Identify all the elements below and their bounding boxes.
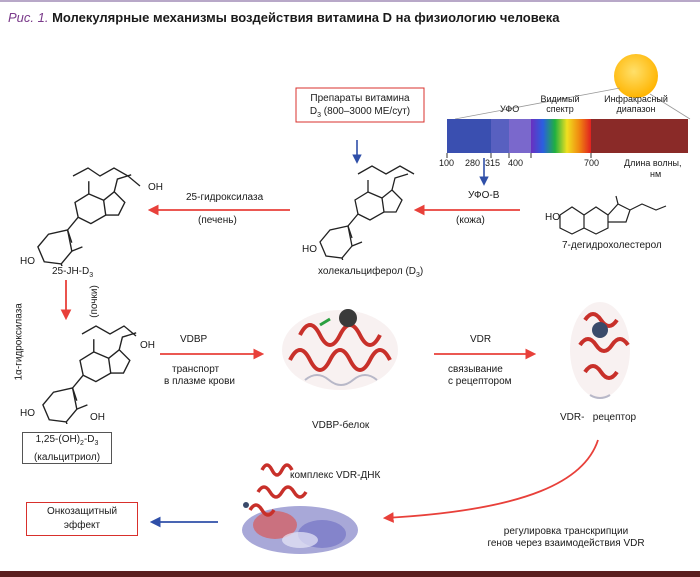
regulation-line2: генов через взаимодействия VDR (487, 538, 645, 549)
sidechain-25oh (72, 167, 141, 187)
ho-calcitriol: HO (20, 408, 35, 419)
calcitriol-sub1: 2 (80, 440, 84, 447)
tick-700: 700 (584, 158, 600, 168)
calcitriol-name: (кальцитриол) (33, 452, 101, 463)
oh-calcitriol-2: OH (90, 412, 105, 423)
molecule-cholecalciferol (319, 173, 409, 260)
skin-label: (кожа) (456, 215, 485, 226)
supplement-line2: D3 (800–3000 МЕ/сут) (296, 106, 424, 119)
cholecalciferol-label: холекальциферол (D3) (318, 266, 423, 279)
figure-title-text: Молекулярные механизмы воздействия витам… (52, 10, 560, 25)
transport-line1: транспорт (172, 364, 220, 375)
arrow-regulation (382, 439, 599, 523)
dehydrocholesterol-label: 7-дегидрохолестерол (562, 240, 662, 251)
supplement-box (295, 87, 425, 123)
molecule-7-dehydrocholesterol (559, 195, 667, 235)
tick-315: 315 (485, 158, 501, 168)
transport-line2: в плазме крови (164, 376, 235, 387)
sun-icon (614, 54, 658, 98)
sidechain-chole (357, 165, 415, 175)
oncoprotective-box: Онкозащитный эффект (26, 502, 138, 536)
visible-label-2: спектр (546, 104, 574, 114)
binding-line2: с рецептором (448, 376, 512, 387)
sun-ray-left (454, 87, 621, 120)
chole-ho: HO (302, 244, 317, 255)
dehydro-ho: HO (545, 212, 560, 223)
figure-label: Рис. 1. (8, 10, 49, 25)
title-bar (0, 0, 700, 38)
ir-label-2: диапазон (616, 104, 656, 114)
oh25-d3-label: 25-JH-D3 (52, 266, 93, 279)
molecule-25oh-d3 (37, 174, 132, 266)
tick-280: 280 (465, 158, 481, 168)
oncoprotective-line2: эффект (63, 520, 101, 531)
vdr-receptor-label: VDR- рецептор (560, 412, 637, 423)
oncoprotective-line1: Онкозащитный (46, 506, 118, 517)
calcitriol-prefix: 1,25-(OH) (35, 434, 81, 445)
vdr-label: VDR (470, 334, 492, 345)
uvb-label: УФО-В (468, 190, 500, 201)
chole-prefix: холекальциферол (D (318, 266, 416, 277)
calcitriol-formula: 1,25-(OH)2-D3 (23, 433, 111, 451)
chole-suffix: ) (419, 266, 424, 277)
calcitriol-sub2: 3 (94, 440, 99, 447)
chole-sub: 3 (416, 272, 420, 279)
oh-25: OH (148, 182, 163, 193)
supplement-line1: Препараты витамина (310, 93, 410, 104)
sun-ray-right (649, 93, 691, 120)
vdbp-protein-image (282, 309, 398, 390)
uv-label: УФО (500, 104, 520, 114)
oh25-prefix: 25-JH-D (52, 266, 90, 277)
vdbp-label: VDBP (180, 334, 208, 345)
oh-calcitriol: OH (140, 340, 155, 351)
wavelength-label-2: нм (650, 169, 662, 179)
complex-label: комплекс VDR-ДНК (290, 470, 381, 481)
vdr-dna-complex-image (242, 463, 358, 554)
binding-line1: связывание (448, 364, 503, 375)
hydroxylase1a-label: 1α-гидроксилаза (13, 303, 25, 381)
liver-label: (печень) (198, 215, 237, 226)
supplement-sub: 3 (317, 112, 322, 119)
tick-400: 400 (508, 158, 524, 168)
oh25-sub: 3 (89, 272, 94, 279)
calcitriol-box: 1,25-(OH)2-D3 (кальцитриол) (22, 432, 112, 464)
kidneys-label: (почки) (88, 285, 100, 318)
bottom-bar (0, 571, 700, 577)
hydroxylase25-label: 25-гидроксилаза (186, 192, 264, 203)
figure-title: Рис. 1. Молекулярные механизмы воздейств… (8, 10, 560, 25)
supplement-dose: (800–3000 МЕ/сут) (321, 106, 411, 117)
visible-label-1: Видимый (540, 94, 580, 104)
ir-label-1: Инфракрасный (604, 94, 668, 104)
tick-100: 100 (439, 158, 455, 168)
supplement-d: D (309, 106, 318, 117)
calcitriol-mid: -D (83, 434, 95, 445)
wavelength-label-1: Длина волны, (624, 158, 682, 168)
ho-25: HO (20, 256, 35, 267)
vdbp-protein-label: VDBP-белок (312, 420, 370, 431)
sidechain-calcitriol (81, 325, 137, 337)
vdr-receptor-image (570, 302, 630, 399)
regulation-line1: регулировка транскрипции (503, 526, 629, 537)
spectrum-bar (446, 119, 688, 158)
